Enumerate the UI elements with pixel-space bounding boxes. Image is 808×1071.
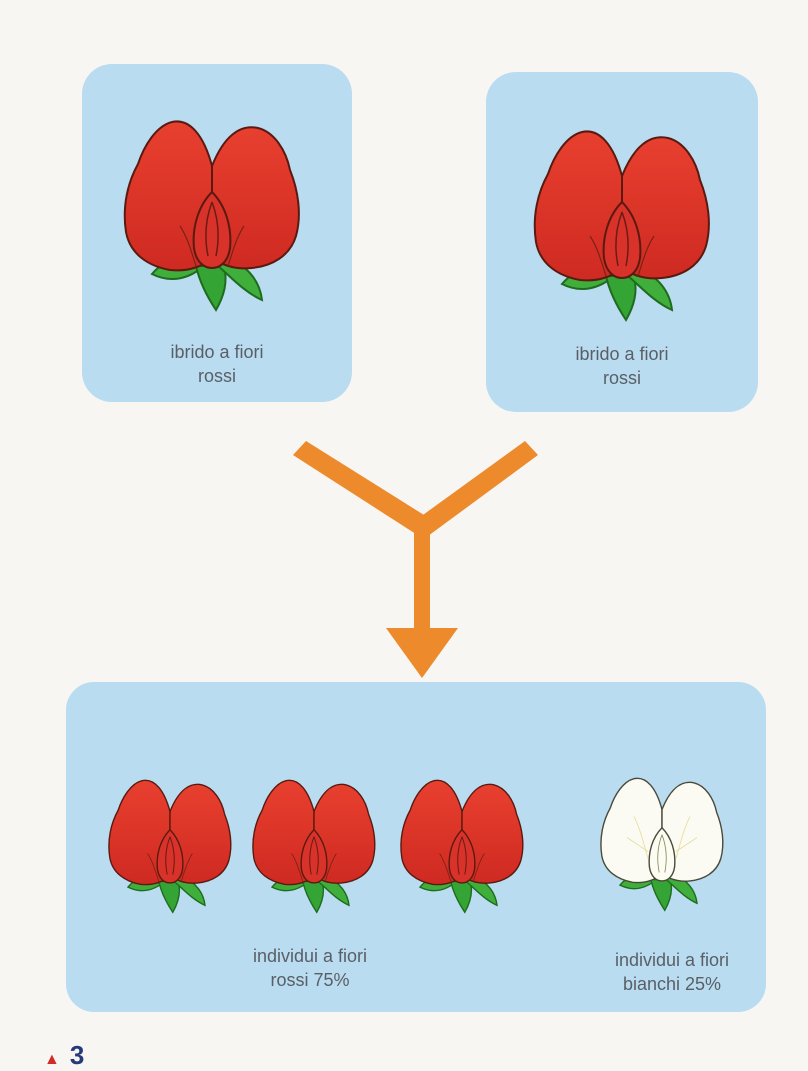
cross-arrow-right-arm [416,441,538,536]
offspring-white-line1: individui a fiori [582,948,762,972]
offspring-red-line2: rossi 75% [210,968,410,992]
offspring-white-line2: bianchi 25% [582,972,762,996]
offspring-red-line1: individui a fiori [210,944,410,968]
offspring-red-label: individui a fiori rossi 75% [210,944,410,992]
red-flower-icon [392,768,532,918]
white-flower-icon [592,766,732,916]
red-flower-icon [244,768,384,918]
red-flower-icon [100,768,240,918]
offspring-white-label: individui a fiori bianchi 25% [582,948,762,996]
offspring-panel: individui a fiori rossi 75% individui a … [66,682,766,1012]
cross-arrow-head [386,628,458,678]
cross-arrow-stem [414,522,430,630]
triangle-marker-icon: ▲ [44,1051,64,1068]
figure-number: ▲3 [44,1040,88,1071]
cross-arrow-left-arm [293,441,432,536]
